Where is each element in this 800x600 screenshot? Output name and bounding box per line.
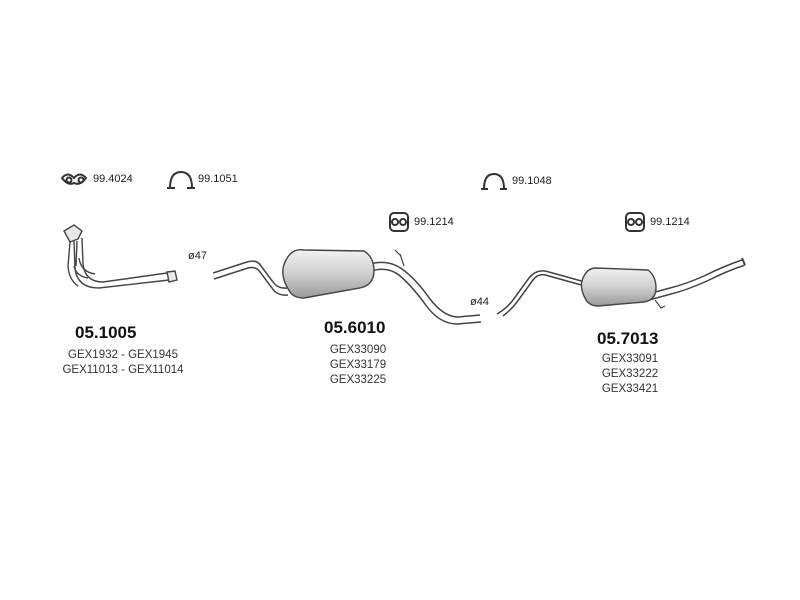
code-item: GEX33091: [601, 353, 659, 365]
part-number: 05.6010: [324, 318, 386, 337]
clamp-icon: [167, 170, 195, 189]
part-number: 05.7013: [597, 329, 659, 348]
code-item: GEX33179: [329, 359, 387, 371]
code-item: GEX33421: [601, 383, 659, 395]
clamp-icon: [481, 172, 507, 190]
rear-muffler: [580, 267, 657, 307]
accessory-label: 99.1214: [414, 216, 454, 228]
diameter-label: ø47: [188, 250, 207, 262]
accessory-label: 99.1048: [512, 175, 552, 187]
accessory-label: 99.1051: [198, 173, 238, 185]
gasket-icon: [60, 173, 88, 185]
middle-pipe: [212, 249, 482, 325]
accessory-label: 99.1214: [650, 216, 690, 228]
code-item: GEX33090: [329, 344, 387, 356]
code-list: GEX1932 - GEX1945 GEX11013 - GEX11014: [48, 348, 198, 378]
part-number: 05.1005: [75, 323, 137, 342]
diameter-label: ø44: [470, 296, 489, 308]
rear-pipe: [496, 257, 746, 317]
front-pipe: [63, 224, 178, 289]
code-item: GEX1932 - GEX1945: [68, 349, 178, 361]
code-list: GEX33090 GEX33179 GEX33225: [318, 343, 398, 388]
rubber-mount-icon: [625, 212, 645, 232]
accessory-label: 99.4024: [93, 173, 133, 185]
rubber-mount-icon: [389, 212, 409, 232]
middle-muffler: [282, 249, 375, 299]
code-list: GEX33091 GEX33222 GEX33421: [590, 352, 670, 397]
code-item: GEX33225: [329, 374, 387, 386]
code-item: GEX11013 - GEX11014: [62, 364, 184, 376]
code-item: GEX33222: [601, 368, 659, 380]
